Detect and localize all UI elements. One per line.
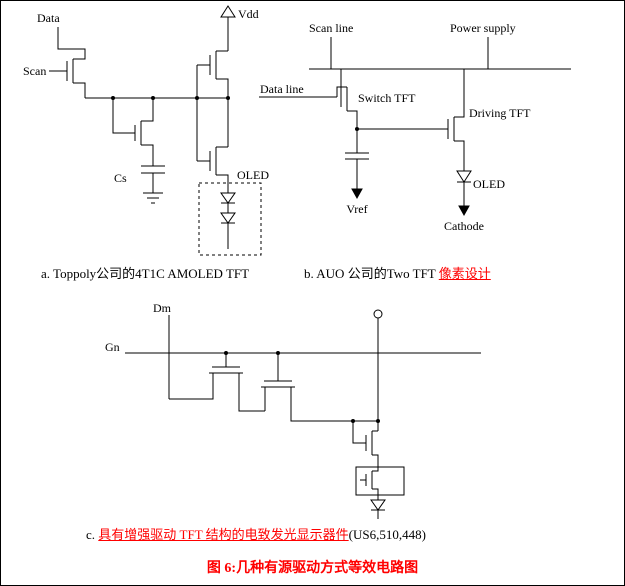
junction-dot	[195, 96, 199, 100]
storage-capacitor-b	[345, 152, 369, 200]
output-terminal	[373, 309, 383, 319]
diode-c	[370, 499, 386, 519]
data-line-label: Data line	[260, 82, 304, 96]
oled-diode	[456, 170, 472, 217]
oled-stack	[198, 182, 262, 256]
junction-dot	[276, 351, 280, 355]
vref-label: Vref	[346, 202, 367, 216]
caption-b-highlight: 像素设计	[438, 266, 491, 281]
driving-tft-label: Driving TFT	[469, 106, 531, 120]
caption-b: b. AUO 公司的Two TFT 像素设计	[304, 263, 491, 282]
circuit-c: Dm Gn	[105, 301, 481, 519]
caption-c-suffix: (US6,510,448)	[348, 527, 426, 542]
caption-c-prefix: c.	[86, 527, 99, 542]
transistor-c3	[352, 421, 379, 467]
transistor-c2	[261, 353, 378, 422]
scan-label: Scan	[23, 64, 46, 78]
cathode-label: Cathode	[444, 219, 484, 233]
switch-tft-label: Switch TFT	[358, 91, 416, 105]
caption-a: a. Toppoly公司的4T1C AMOLED TFT	[41, 263, 249, 282]
caption-b-text: b. AUO 公司的Two TFT	[304, 266, 439, 281]
caption-a-text: a. Toppoly公司的4T1C AMOLED TFT	[41, 266, 250, 281]
junction-dot	[224, 351, 228, 355]
cs-label: Cs	[114, 171, 127, 185]
switch-tft	[336, 69, 358, 153]
dm-label: Dm	[153, 301, 172, 315]
caption-c: c. 具有增强驱动 TFT 结构的电致发光显示器件(US6,510,448)	[86, 524, 426, 543]
junction-dot	[111, 96, 115, 100]
figure-title: 图 6:几种有源驱动方式等效电路图	[206, 561, 419, 576]
circuit-b: Scan line Power supply Data line Switch …	[259, 21, 571, 233]
power-supply-label: Power supply	[450, 21, 516, 35]
scan-line-label: Scan line	[309, 21, 353, 35]
t2-gate-wire	[112, 98, 135, 134]
oled-label-a: OLED	[237, 168, 269, 182]
vdd-terminal	[220, 5, 236, 51]
transistor-t2	[134, 98, 154, 166]
transistor-t3	[197, 50, 229, 147]
gn-label: Gn	[105, 340, 120, 354]
driving-tft	[447, 69, 465, 171]
data-wire	[57, 27, 86, 60]
junction-dot	[355, 127, 359, 131]
oled-label-b: OLED	[473, 177, 505, 191]
storage-capacitor	[141, 165, 165, 193]
vdd-label: Vdd	[238, 7, 259, 21]
transistor-c4-boxed	[355, 466, 405, 500]
transistor-t1	[66, 59, 86, 98]
ground-icon	[143, 192, 163, 204]
data-label: Data	[37, 11, 60, 25]
junction-dot	[151, 96, 155, 100]
transistor-c1	[169, 353, 265, 412]
junction-dot	[376, 419, 380, 423]
circuit-a: Data Scan Vdd Cs OLED	[23, 5, 269, 256]
junction-dot	[226, 96, 230, 100]
transistor-t4	[197, 146, 229, 193]
caption-c-highlight: 具有增强驱动 TFT 结构的电致发光显示器件	[98, 527, 349, 542]
